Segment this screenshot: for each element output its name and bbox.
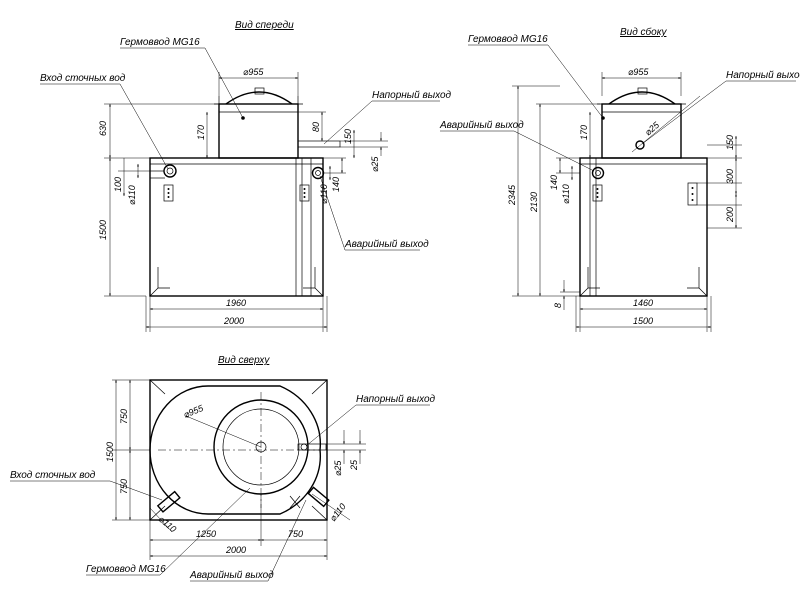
top-dim-d25: ⌀25 (333, 460, 343, 476)
front-view: Вид спереди (40, 20, 452, 332)
side-label-pressure-outlet: Напорный выход (726, 70, 800, 81)
side-dim-300: 300 (725, 169, 735, 184)
top-dim-750-lower: 750 (119, 479, 129, 494)
front-dim-d110-emergency: ⌀110 (319, 184, 329, 204)
front-label-pressure-outlet: Напорный выход (372, 90, 452, 101)
front-dim-630: 630 (98, 121, 108, 136)
side-dim-150: 150 (725, 135, 735, 150)
front-dims: ⌀955 1960 2000 630 1500 170 (98, 67, 388, 332)
front-dim-1960: 1960 (226, 298, 246, 308)
front-dim-80: 80 (311, 122, 321, 132)
top-dim-2000: 2000 (225, 545, 246, 555)
side-pipes (591, 140, 698, 206)
side-neck (597, 87, 686, 159)
front-dim-d25: ⌀25 (370, 156, 380, 172)
front-dim-1500: 1500 (98, 220, 108, 240)
front-emergency-pipe (311, 166, 325, 180)
side-dim-140: 140 (549, 175, 559, 190)
top-label-hatch: Гермоввод MG16 (86, 564, 166, 575)
front-dim-140: 140 (331, 177, 341, 192)
front-hatch-lid (214, 87, 303, 120)
top-labels: Напорный выход Вход сточных вод Гермовво… (10, 394, 436, 582)
front-dim-150: 150 (343, 129, 353, 144)
top-view: Вид сверху (10, 355, 436, 582)
top-dim-25: 25 (349, 459, 359, 471)
front-dim-d955: ⌀955 (243, 67, 264, 77)
side-dim-2345: 2345 (507, 184, 517, 206)
side-dim-200: 200 (725, 207, 735, 223)
top-centerlines (158, 392, 320, 508)
front-label-inlet: Вход сточных вод (40, 73, 126, 84)
top-dim-d110-right: ⌀110 (328, 501, 348, 523)
side-dim-d110: ⌀110 (561, 184, 571, 204)
front-labels: Гермоввод MG16 Вход сточных вод Напорный… (40, 37, 452, 251)
top-dim-1250: 1250 (196, 529, 216, 539)
side-dim-8: 8 (553, 303, 563, 308)
front-dim-2000: 2000 (223, 316, 244, 326)
side-label-hatch: Гермоввод MG16 (468, 34, 548, 45)
front-neck (218, 96, 299, 159)
top-label-inlet: Вход сточных вод (10, 470, 96, 481)
front-dim-d110-inlet: ⌀110 (127, 185, 137, 205)
side-dim-d955: ⌀955 (628, 67, 649, 77)
top-view-title: Вид сверху (218, 355, 270, 366)
top-dim-1500: 1500 (105, 442, 115, 462)
front-view-title: Вид спереди (235, 20, 294, 31)
side-label-emergency-outlet: Аварийный выход (439, 120, 524, 131)
side-labels: Гермоввод MG16 Аварийный выход Напорный … (439, 34, 800, 172)
side-dim-1500: 1500 (633, 316, 653, 326)
side-view-title: Вид сбоку (620, 26, 667, 38)
top-label-pressure-outlet: Напорный выход (356, 394, 436, 405)
top-dim-d110-left: ⌀110 (157, 514, 179, 534)
front-pressure-outlet-pipe (297, 140, 341, 148)
top-pipes (156, 443, 330, 513)
front-label-emergency-outlet: Аварийный выход (344, 239, 429, 250)
front-tank-body (149, 157, 324, 297)
front-grommets (163, 184, 310, 202)
front-label-hatch: Гермоввод MG16 (120, 37, 200, 48)
front-dim-100: 100 (113, 177, 123, 192)
top-dim-d955: ⌀955 (182, 403, 206, 420)
top-dim-750: 750 (288, 529, 303, 539)
front-dim-170: 170 (196, 125, 206, 140)
top-dim-750-upper: 750 (119, 409, 129, 424)
front-inlet-pipe (150, 164, 177, 179)
side-dim-170: 170 (579, 125, 589, 140)
side-dim-1460: 1460 (633, 298, 653, 308)
side-view: Вид сбоку (439, 26, 800, 332)
side-dim-2130: 2130 (529, 192, 539, 213)
side-dim-d25: ⌀25 (643, 119, 662, 137)
top-label-emergency-outlet: Аварийный выход (189, 570, 274, 581)
